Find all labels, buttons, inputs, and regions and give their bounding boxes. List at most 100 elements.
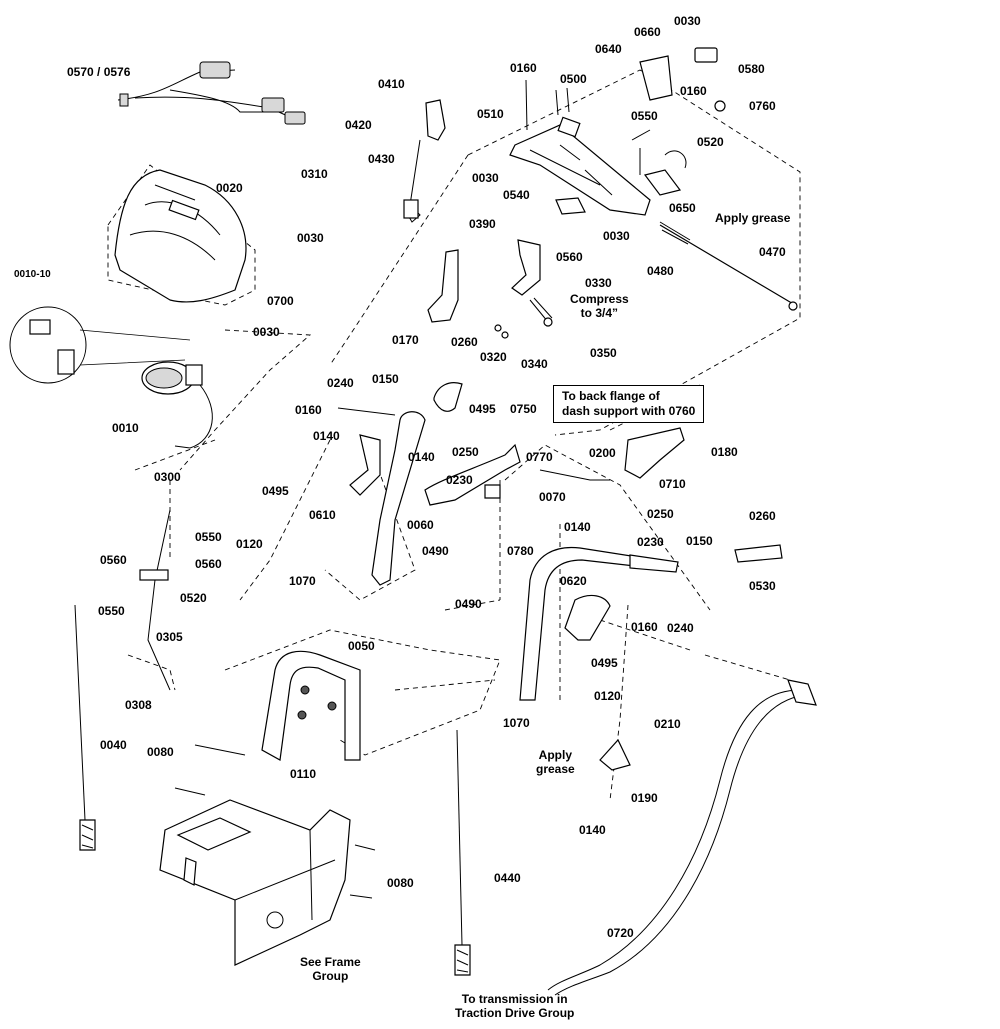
headlight <box>9 306 213 449</box>
callout-0550: 0550 <box>98 604 125 618</box>
callout-0650: 0650 <box>669 201 696 215</box>
chute-bracket <box>427 249 459 323</box>
callout-0430: 0430 <box>368 152 395 166</box>
callout-0780: 0780 <box>507 544 534 558</box>
callout-0340: 0340 <box>521 357 548 371</box>
callout-0030: 0030 <box>603 229 630 243</box>
callout-0560: 0560 <box>195 557 222 571</box>
callout-0470: 0470 <box>759 245 786 259</box>
note-compress: Compress to 3/4” <box>570 292 629 320</box>
callout-0330: 0330 <box>585 276 612 290</box>
callout-0305: 0305 <box>156 630 183 644</box>
callout-1070: 1070 <box>503 716 530 730</box>
callout-0770: 0770 <box>526 450 553 464</box>
callout-0050: 0050 <box>348 639 375 653</box>
callout-0420: 0420 <box>345 118 372 132</box>
callout-0190: 0190 <box>631 791 658 805</box>
callout-0700: 0700 <box>267 294 294 308</box>
callout-0010-10: 0010-10 <box>14 269 51 280</box>
cable-lead-dashes <box>127 439 811 801</box>
note-back-flange: To back flange of dash support with 0760 <box>553 385 705 423</box>
callout-0030: 0030 <box>674 14 701 28</box>
note-apply-grease-2: Apply grease <box>536 748 575 776</box>
callout-0230: 0230 <box>637 535 664 549</box>
callout-0140: 0140 <box>579 823 606 837</box>
left-handle <box>337 382 521 586</box>
callout-0150: 0150 <box>372 372 399 386</box>
callout-0520: 0520 <box>180 591 207 605</box>
callout-0660: 0660 <box>634 25 661 39</box>
note-see-frame: See Frame Group <box>300 955 361 983</box>
callout-0010: 0010 <box>112 421 139 435</box>
shift-lever <box>403 99 446 223</box>
cable-0440 <box>454 729 471 976</box>
callout-0490: 0490 <box>455 597 482 611</box>
callout-0030: 0030 <box>472 171 499 185</box>
callout-0160: 0160 <box>510 61 537 75</box>
right-handle <box>519 427 783 771</box>
callout-0750: 0750 <box>510 402 537 416</box>
callout-0620: 0620 <box>560 574 587 588</box>
dash-panel <box>509 47 726 216</box>
callout-0060: 0060 <box>407 518 434 532</box>
callout-0550: 0550 <box>631 109 658 123</box>
callout-0140: 0140 <box>564 520 591 534</box>
cable-0040 <box>74 604 96 851</box>
callout-0560: 0560 <box>100 553 127 567</box>
callout-0560: 0560 <box>556 250 583 264</box>
callout-0240: 0240 <box>327 376 354 390</box>
callout-0140: 0140 <box>408 450 435 464</box>
callout-0495: 0495 <box>469 402 496 416</box>
callout-0520: 0520 <box>697 135 724 149</box>
callout-0070: 0070 <box>539 490 566 504</box>
callout-0150: 0150 <box>686 534 713 548</box>
callout-1070: 1070 <box>289 574 316 588</box>
callout-0120: 0120 <box>594 689 621 703</box>
shift-rod <box>139 509 171 691</box>
callout-0310: 0310 <box>301 167 328 181</box>
console-cover <box>114 169 247 303</box>
callout-0480: 0480 <box>647 264 674 278</box>
frame-handle <box>159 650 376 966</box>
callout-0440: 0440 <box>494 871 521 885</box>
callout-0640: 0640 <box>595 42 622 56</box>
callout-0080: 0080 <box>147 745 174 759</box>
callout-0160: 0160 <box>680 84 707 98</box>
callout-0300: 0300 <box>154 470 181 484</box>
callout-0250: 0250 <box>647 507 674 521</box>
wiring-harness <box>117 61 306 125</box>
callout-0020: 0020 <box>216 181 243 195</box>
callout-0350: 0350 <box>590 346 617 360</box>
callout-0120: 0120 <box>236 537 263 551</box>
callout-0110: 0110 <box>290 767 317 781</box>
callout-0030: 0030 <box>253 325 280 339</box>
callout-0180: 0180 <box>711 445 738 459</box>
callout-0760: 0760 <box>749 99 776 113</box>
callout-0160: 0160 <box>631 620 658 634</box>
callout-0390: 0390 <box>469 217 496 231</box>
callout-0495: 0495 <box>591 656 618 670</box>
callout-0230: 0230 <box>446 473 473 487</box>
callout-0200: 0200 <box>589 446 616 460</box>
callout-0030: 0030 <box>297 231 324 245</box>
note-to-transmission: To transmission in Traction Drive Group <box>455 992 575 1020</box>
callout-0410: 0410 <box>378 77 405 91</box>
callout-0170: 0170 <box>392 333 419 347</box>
callout-0308: 0308 <box>125 698 152 712</box>
callout-0710: 0710 <box>659 477 686 491</box>
callout-0610: 0610 <box>309 508 336 522</box>
callout-0210: 0210 <box>654 717 681 731</box>
callout-0530: 0530 <box>749 579 776 593</box>
console-outline <box>107 164 256 306</box>
callout-0490: 0490 <box>422 544 449 558</box>
callout-0240: 0240 <box>667 621 694 635</box>
callout-0040: 0040 <box>100 738 127 752</box>
callout-0720: 0720 <box>607 926 634 940</box>
callout-0540: 0540 <box>503 188 530 202</box>
cable-0720 <box>547 679 817 996</box>
callout-0495: 0495 <box>262 484 289 498</box>
callout-0260: 0260 <box>749 509 776 523</box>
callout-0500: 0500 <box>560 72 587 86</box>
callout-0510: 0510 <box>477 107 504 121</box>
